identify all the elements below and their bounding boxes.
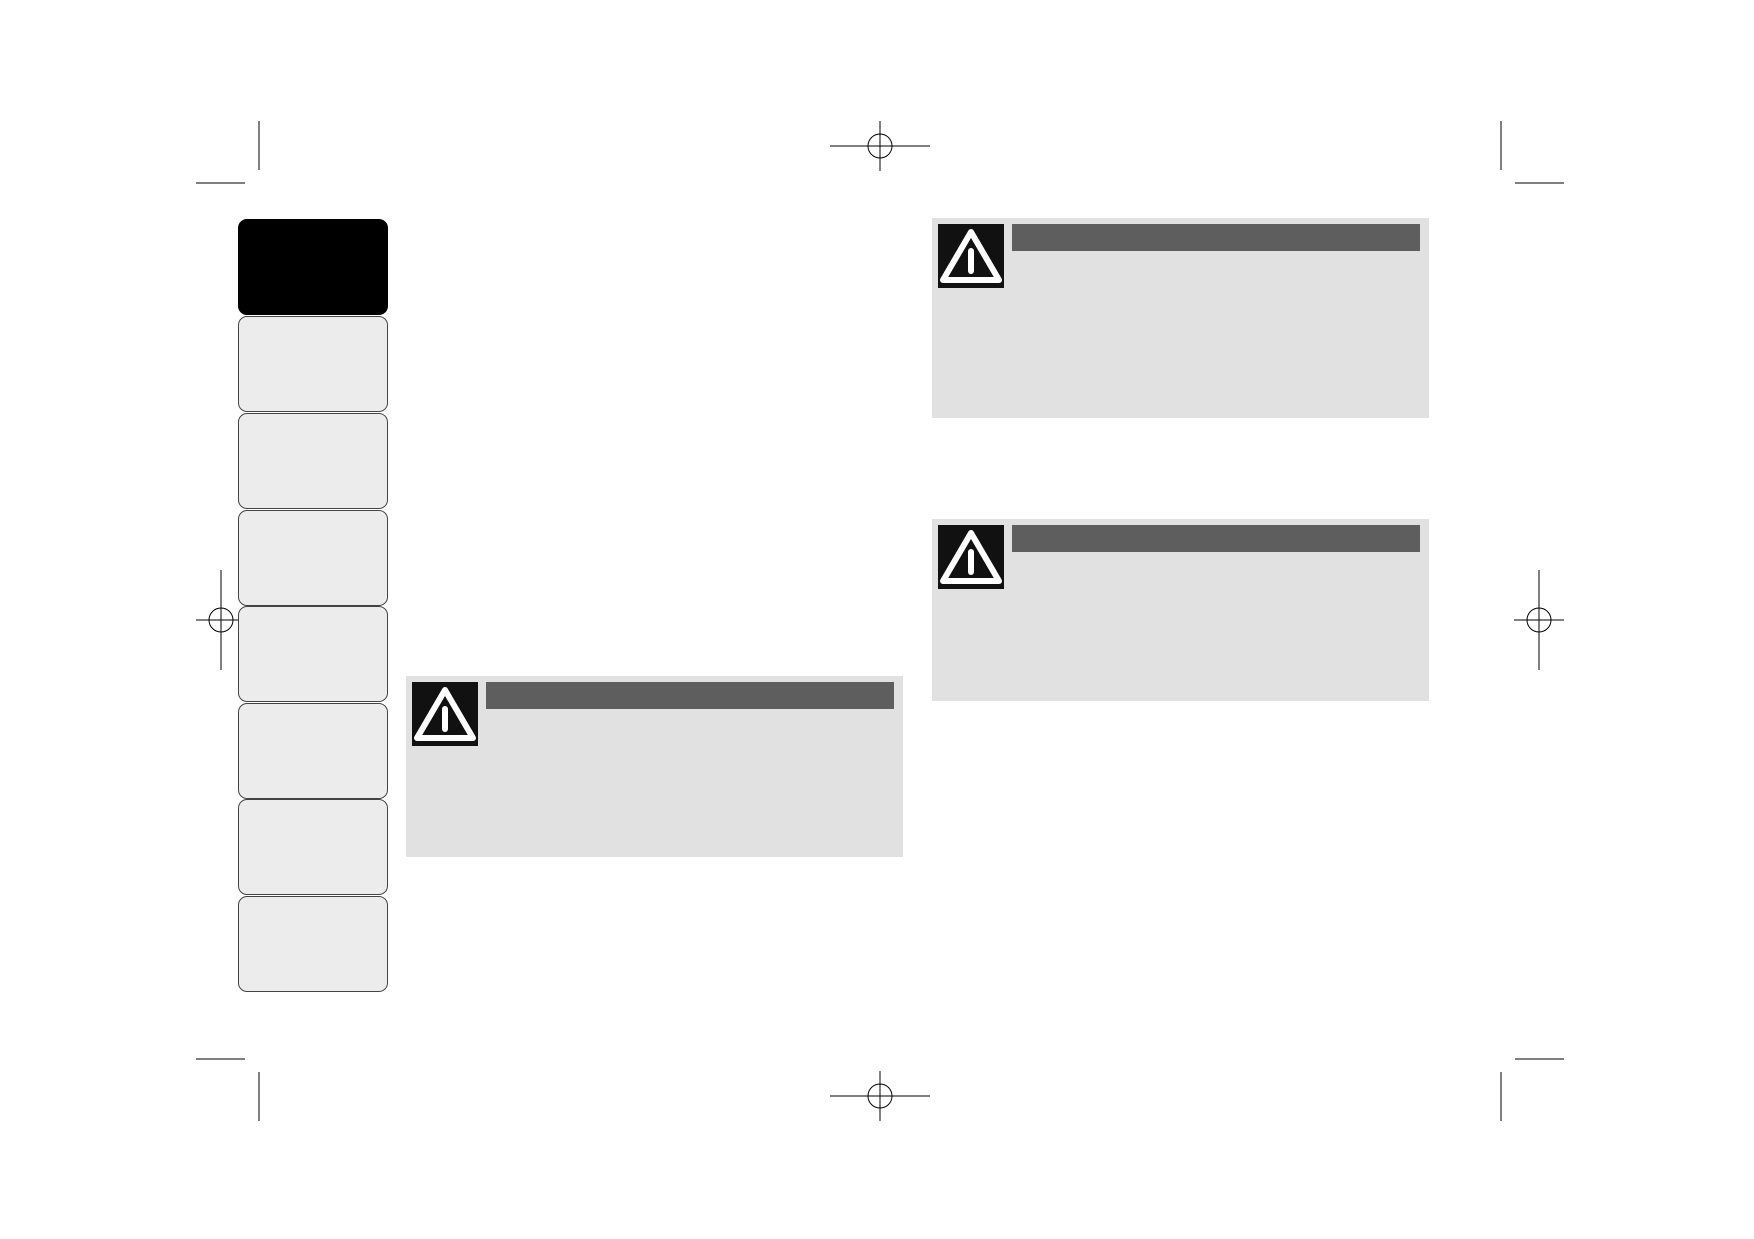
- warning-box: [932, 218, 1429, 418]
- chapter-tab-label: [239, 220, 387, 258]
- warning-title: [486, 687, 494, 703]
- chapter-tab-label: [239, 511, 387, 549]
- chapter-tab-6[interactable]: [238, 703, 388, 799]
- warning-header: [1012, 224, 1420, 251]
- chapter-tab-label: [239, 317, 387, 355]
- chapter-tab-label: [239, 607, 387, 645]
- chapter-tab-label: [239, 414, 387, 452]
- registration-mark-icon: [1514, 570, 1564, 670]
- warning-header: [1012, 525, 1420, 552]
- chapter-tab-2[interactable]: [238, 316, 388, 412]
- registration-mark-icon: [830, 1071, 930, 1121]
- chapter-tab-1[interactable]: [238, 219, 388, 315]
- warning-title: [1012, 530, 1020, 546]
- warning-box: [932, 519, 1429, 701]
- chapter-tab-label: [239, 800, 387, 838]
- warning-triangle-icon: [938, 224, 1004, 288]
- warning-header: [486, 682, 894, 709]
- chapter-tab-label: [239, 704, 387, 742]
- chapter-tab-5[interactable]: [238, 606, 388, 702]
- chapter-tab-3[interactable]: [238, 413, 388, 509]
- chapter-tab-label: [239, 897, 387, 935]
- warning-triangle-icon: [938, 525, 1004, 589]
- warning-box: [406, 676, 903, 857]
- chapter-tab-8[interactable]: [238, 896, 388, 992]
- warning-title: [1012, 229, 1020, 245]
- chapter-tab-7[interactable]: [238, 799, 388, 895]
- registration-mark-icon: [196, 570, 246, 670]
- warning-triangle-icon: [412, 682, 478, 746]
- chapter-tab-4[interactable]: [238, 510, 388, 606]
- registration-mark-icon: [830, 121, 930, 171]
